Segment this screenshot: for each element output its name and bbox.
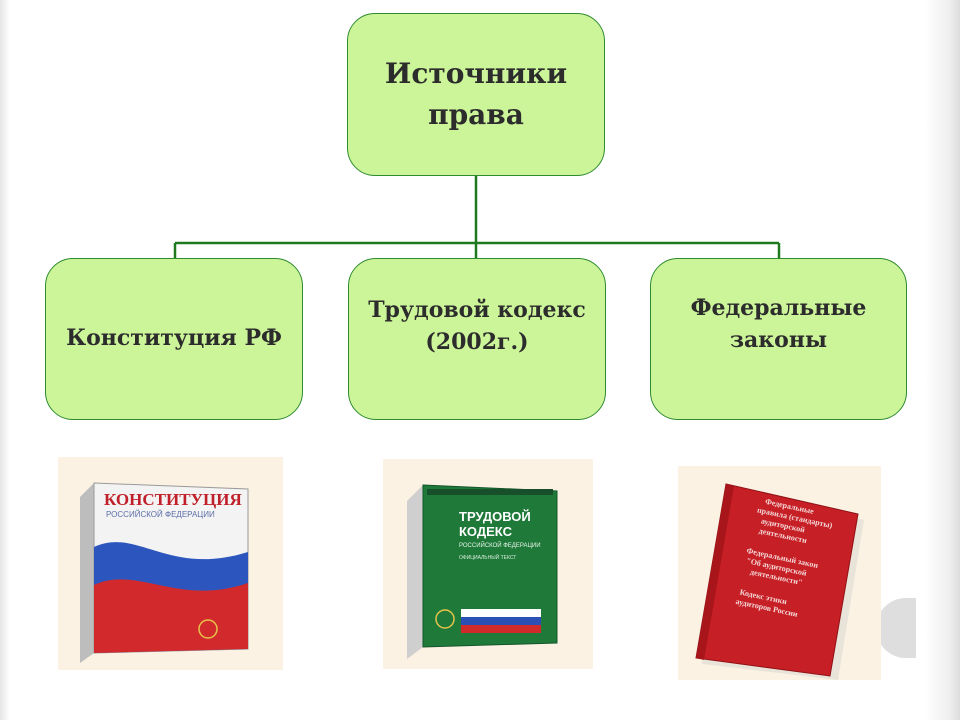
- node-federal-laws: Федеральные законы: [650, 258, 907, 420]
- node-sources-of-law: Источники права: [347, 13, 605, 176]
- labor-code-book-image: ТРУДОВОЙ КОДЕКС РОССИЙСКОЙ ФЕДЕРАЦИИ ОФИ…: [383, 459, 593, 669]
- node-labor-code-line-1: Трудовой кодекс: [368, 297, 586, 324]
- labor-code-title-1: ТРУДОВОЙ: [459, 509, 531, 524]
- node-federal-laws-line-2: законы: [729, 327, 827, 353]
- constitution-book-image: КОНСТИТУЦИЯ РОССИЙСКОЙ ФЕДЕРАЦИИ: [58, 457, 283, 670]
- federal-laws-book-image: Федеральные правила (стандарты) аудиторс…: [678, 466, 881, 680]
- slide-frame-right: [924, 0, 960, 720]
- node-constitution-label: Конституция РФ: [66, 325, 282, 352]
- node-root-line-2: права: [428, 97, 524, 131]
- emblem-icon: [198, 619, 218, 639]
- labor-code-subtitle: РОССИЙСКОЙ ФЕДЕРАЦИИ: [459, 541, 541, 549]
- node-root-line-1: Источники: [384, 56, 568, 90]
- slide-frame-left: [0, 0, 10, 720]
- node-federal-laws-line-1: Федеральные: [690, 295, 867, 322]
- node-constitution: Конституция РФ: [45, 258, 303, 420]
- slide-decoration-circle: [876, 598, 916, 658]
- labor-code-note: ОФИЦИАЛЬНЫЙ ТЕКСТ: [459, 553, 516, 561]
- flag-white-stripe: [461, 609, 541, 617]
- flag-red-stripe: [461, 625, 541, 633]
- node-labor-code: Трудовой кодекс (2002г.): [348, 258, 606, 420]
- node-labor-code-line-2: (2002г.): [425, 329, 529, 355]
- labor-code-title-2: КОДЕКС: [459, 524, 513, 539]
- emblem-icon: [435, 609, 455, 629]
- flag-blue-stripe: [461, 617, 541, 625]
- constitution-book-title: КОНСТИТУЦИЯ: [104, 490, 242, 509]
- constitution-book-subtitle: РОССИЙСКОЙ ФЕДЕРАЦИИ: [106, 510, 215, 519]
